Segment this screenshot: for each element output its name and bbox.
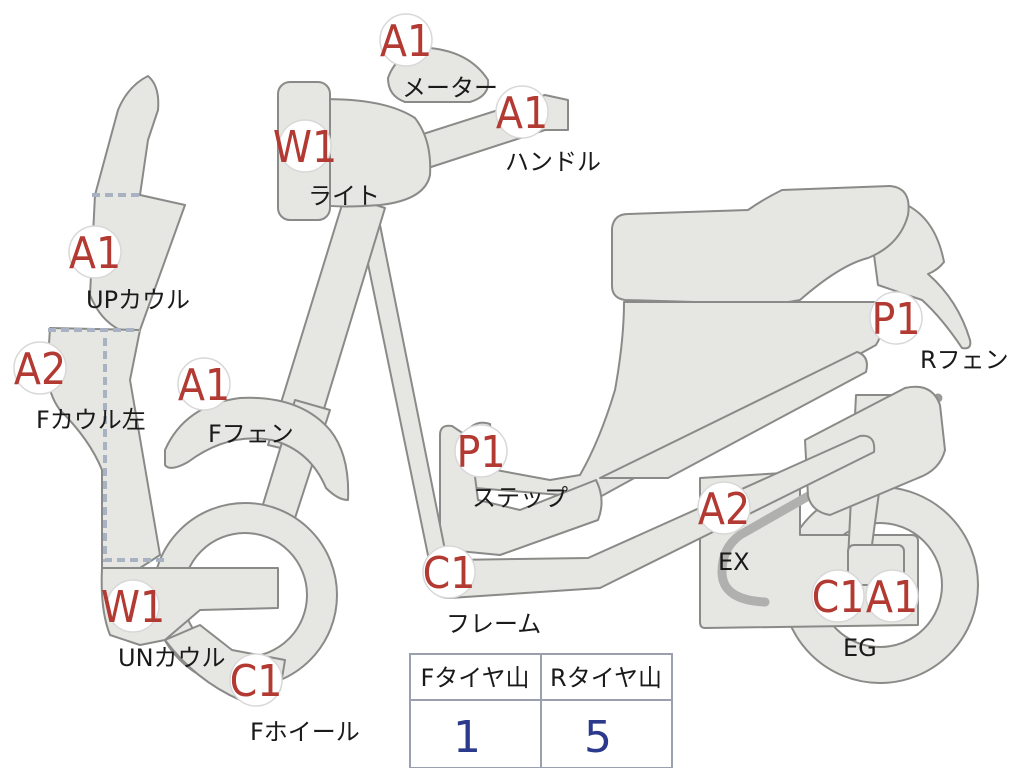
down-tube (359, 224, 449, 566)
badge-r-fender: P1 (869, 291, 923, 345)
badge-meter: A1 (379, 13, 433, 67)
label-meter: メーター (402, 74, 498, 102)
badge-f-fender: A1 (177, 357, 231, 411)
grade-frame: C1 (423, 548, 476, 599)
exhaust-pipe (717, 473, 845, 607)
label-un-cowl: UNカウル (118, 644, 226, 672)
grade-meter: A1 (380, 16, 432, 67)
grade-step: P1 (456, 427, 505, 478)
label-ex: EX (718, 548, 750, 576)
badge-un-cowl: W1 (101, 579, 165, 633)
badge-ex: A2 (697, 481, 751, 535)
badge-f-cowl-left: A2 (13, 341, 67, 395)
grade-ex: A2 (698, 484, 750, 535)
badge-eg-1: C1 (811, 569, 865, 623)
badge-eg-2: A1 (865, 569, 919, 623)
grade-f-cowl-left: A2 (14, 344, 66, 395)
label-light: ライト (308, 182, 380, 210)
front-cowl (46, 75, 286, 701)
label-r-fender: Rフェン (920, 346, 1009, 374)
grade-eg-2: A1 (866, 572, 918, 623)
swing-arm (599, 351, 868, 479)
badge-f-wheel: C1 (229, 653, 283, 707)
body-panel (461, 301, 883, 499)
grade-light: W1 (273, 122, 337, 173)
badge-step: P1 (454, 424, 508, 478)
grade-eg-1: C1 (812, 572, 865, 623)
front-fender (164, 396, 350, 501)
grade-handle: A1 (496, 88, 548, 139)
label-eg: EG (843, 634, 877, 662)
badge-frame: C1 (422, 545, 476, 599)
badge-handle: A1 (495, 85, 549, 139)
grade-r-fender: P1 (871, 294, 920, 345)
label-frame: フレーム (446, 610, 541, 638)
grade-up-cowl: A1 (69, 228, 121, 279)
table-value-rear: 5 (584, 712, 612, 763)
label-up-cowl: UPカウル (86, 286, 190, 314)
badge-up-cowl: A1 (68, 225, 122, 279)
label-f-fender: Fフェン (208, 420, 294, 448)
table-header-front: Fタイヤ山 (420, 664, 529, 692)
grade-un-cowl: W1 (101, 582, 165, 633)
label-step: ステップ (472, 484, 568, 512)
grade-f-fender: A1 (178, 360, 230, 411)
table-value-front: 1 (453, 712, 481, 763)
label-f-wheel: Fホイール (250, 718, 360, 746)
table-header-rear: Rタイヤ山 (550, 664, 662, 692)
seat (611, 185, 910, 305)
badge-light: W1 (273, 119, 337, 173)
tire-table: Fタイヤ山 Rタイヤ山 1 5 (409, 653, 673, 768)
label-handle: ハンドル (505, 148, 601, 176)
label-f-cowl-left: Fカウル左 (36, 406, 146, 434)
grade-f-wheel: C1 (230, 656, 283, 707)
